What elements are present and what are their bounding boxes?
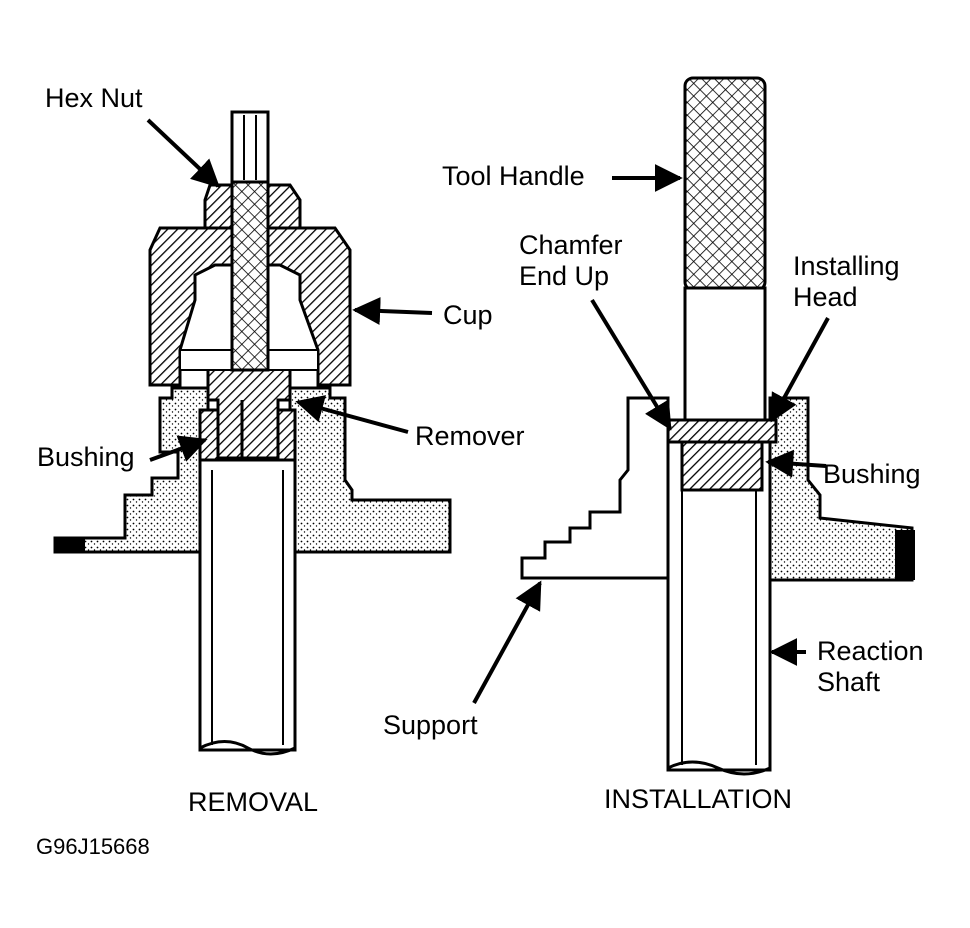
arrow-chamfer <box>590 298 672 431</box>
arrow-installing-head <box>770 317 830 423</box>
installation-tool-handle-grip <box>683 76 767 292</box>
installation-assembly <box>520 76 915 776</box>
label-reaction-shaft-line2: Shaft <box>817 667 881 697</box>
arrow-support <box>472 580 542 704</box>
removal-support-body-right <box>288 386 452 554</box>
label-bushing-right: Bushing <box>823 459 921 489</box>
removal-reaction-shaft <box>198 453 297 752</box>
arrow-remover <box>295 395 409 434</box>
arrow-cup <box>352 296 433 325</box>
label-cup: Cup <box>443 300 493 330</box>
label-chamfer-line1: Chamfer <box>519 230 623 260</box>
label-chamfer-line2: End Up <box>519 261 610 291</box>
installation-support-body-right <box>768 396 914 582</box>
figure-code: G96J15668 <box>36 834 150 859</box>
label-installing-head-line1: Installing <box>793 251 900 281</box>
label-bushing-left: Bushing <box>37 442 135 472</box>
label-installing-head-line2: Head <box>793 282 858 312</box>
installation-flange-right <box>895 530 915 580</box>
removal-shaft-break <box>199 740 296 756</box>
arrow-bushing-right <box>765 449 827 478</box>
arrow-hex-nut <box>146 118 221 188</box>
removal-remover <box>206 366 292 460</box>
installation-reaction-shaft <box>666 438 772 772</box>
removal-flange-left <box>55 538 85 552</box>
label-tool-handle: Tool Handle <box>442 161 585 191</box>
label-hex-nut: Hex Nut <box>45 83 143 113</box>
arrow-bushing-left <box>149 435 208 462</box>
caption-removal: REMOVAL <box>188 787 319 817</box>
installation-installing-head <box>666 418 778 444</box>
removal-assembly <box>53 110 452 756</box>
caption-installation: INSTALLATION <box>604 784 793 814</box>
installation-tool-handle-shank <box>683 286 767 422</box>
removal-rod-tip <box>230 110 270 184</box>
installation-support-body <box>520 396 670 580</box>
leader-lines <box>146 118 830 704</box>
label-remover: Remover <box>415 421 525 451</box>
removal-cup <box>148 226 352 387</box>
installation-bushing <box>680 438 764 492</box>
label-reaction-shaft-line1: Reaction <box>817 636 924 666</box>
installation-shaft-break <box>667 760 771 776</box>
label-support: Support <box>383 710 478 740</box>
